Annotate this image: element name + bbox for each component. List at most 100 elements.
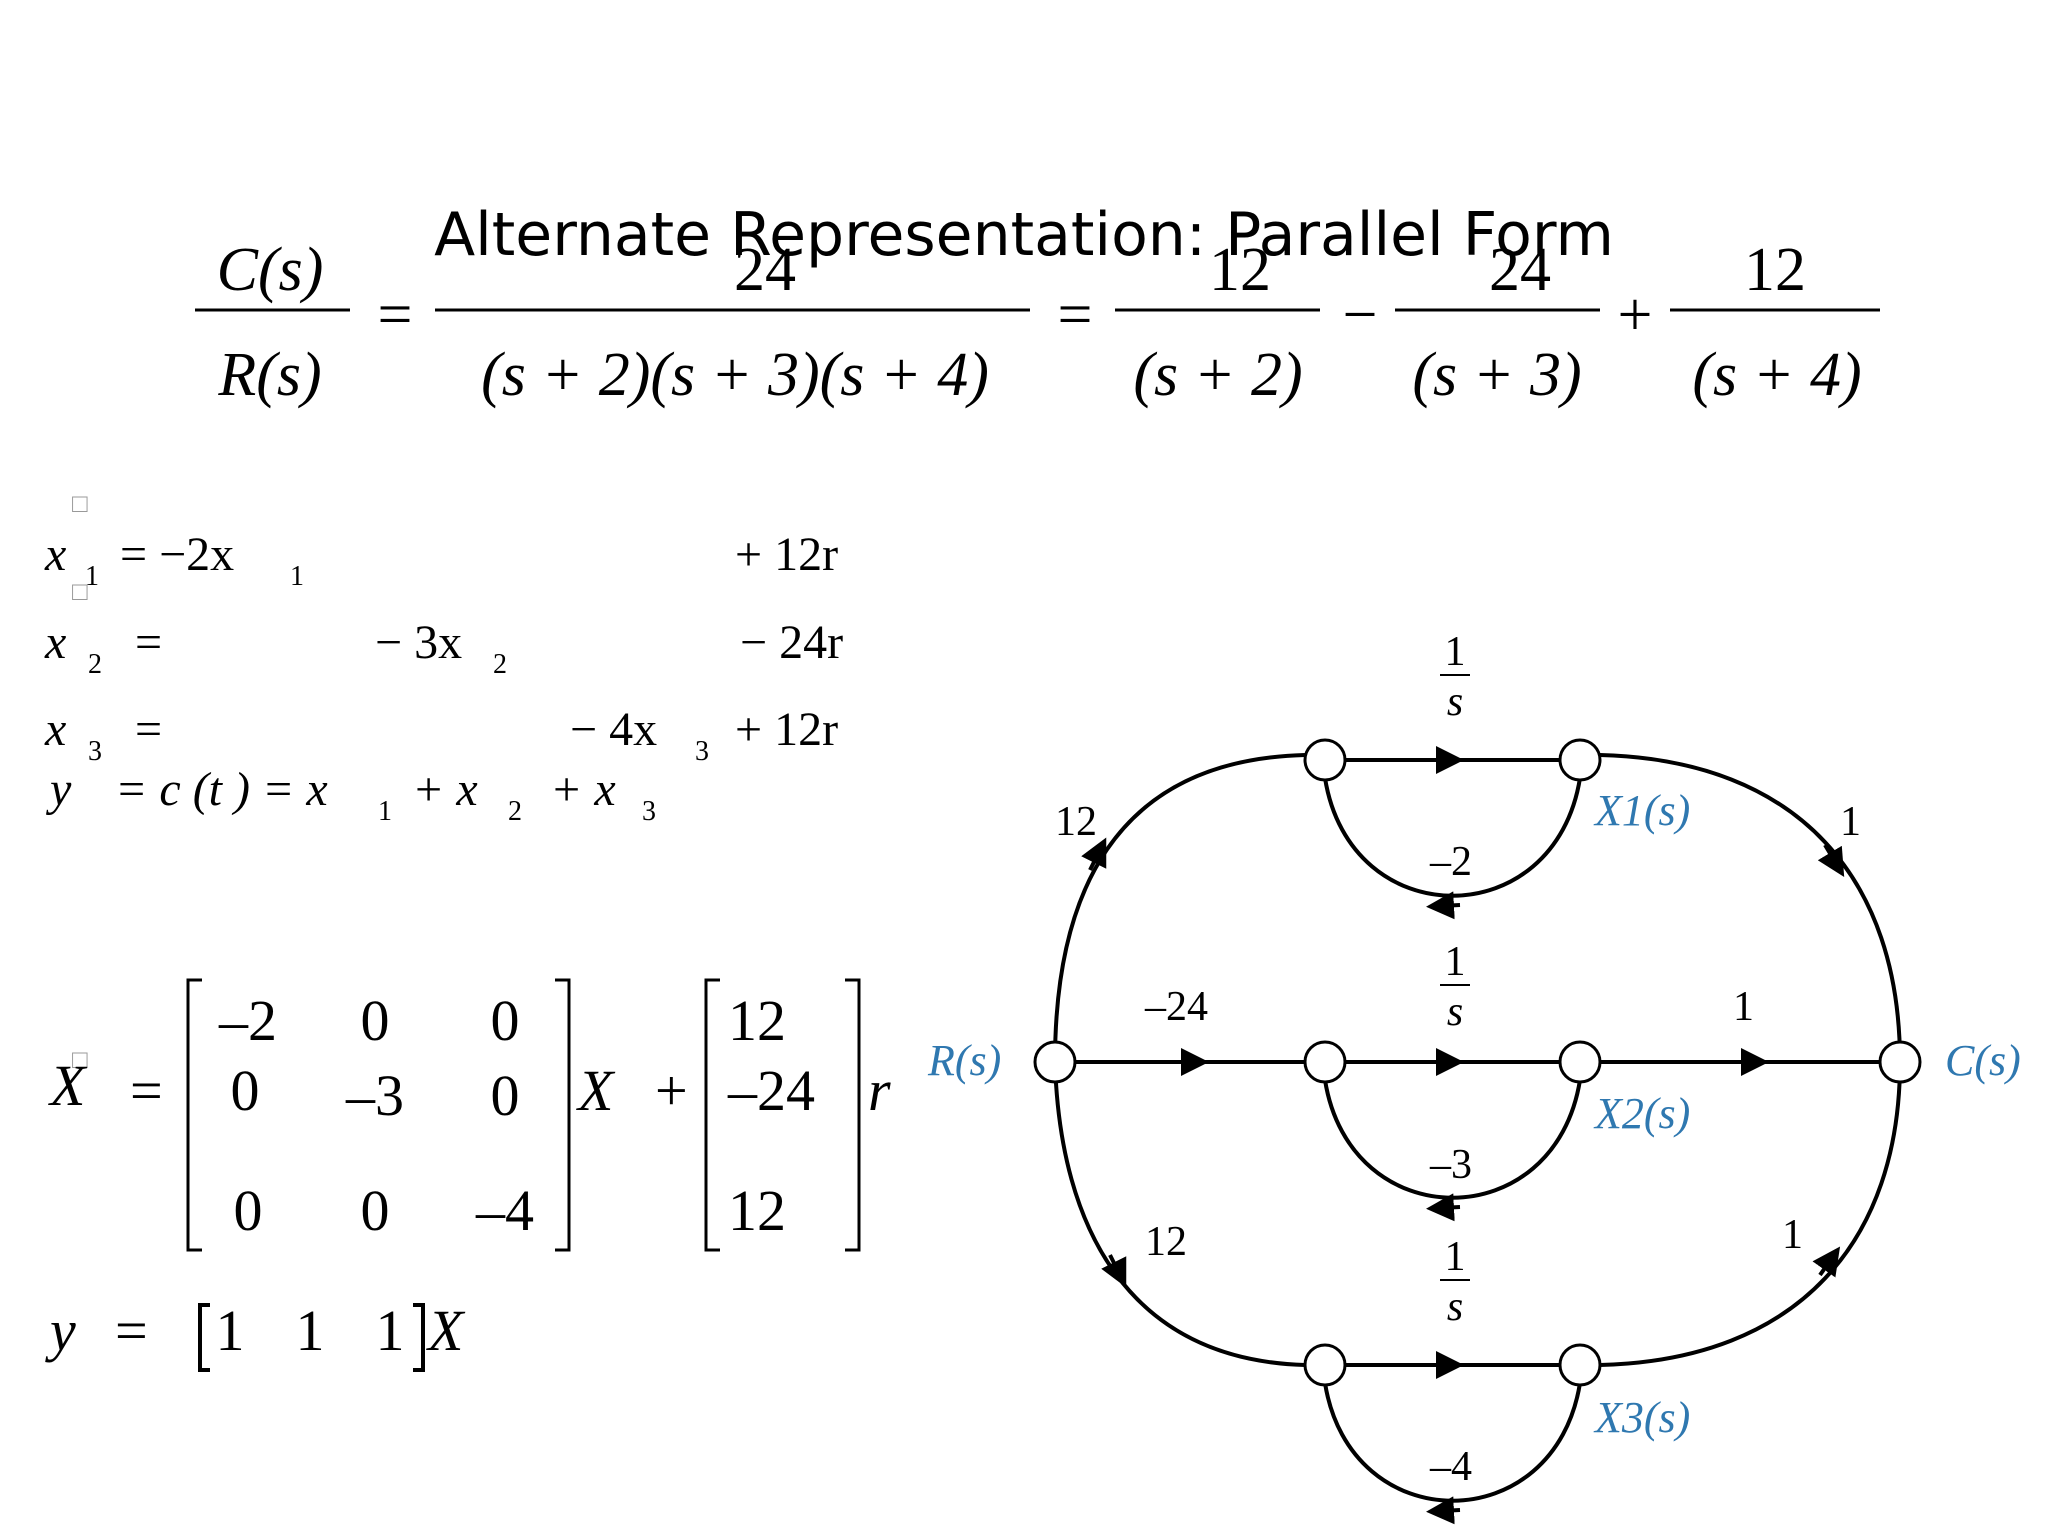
- tf-term3-denominator: (s + 4): [1692, 341, 1861, 409]
- eq3-input: + 12r: [735, 703, 838, 756]
- matrix-a-cell: –3: [345, 1063, 404, 1128]
- eq3-eq: =: [135, 703, 162, 756]
- gain-feedback-3: –4: [1429, 1444, 1472, 1490]
- output-x-label: X: [426, 1298, 466, 1363]
- node-x3-dot: [1303, 1343, 1347, 1387]
- matrix-c-bracket-right: [413, 1303, 425, 1372]
- matrix-a-bracket-left: [186, 978, 202, 1252]
- eq2-input: − 24r: [740, 616, 843, 669]
- gain-input-2: –24: [1144, 984, 1208, 1030]
- matrix-a-cell: 0: [231, 1058, 260, 1123]
- eq4-plus2: + x: [550, 763, 616, 816]
- gain-output-1: 1: [1840, 799, 1861, 845]
- matrix-b-bracket-right: [845, 978, 861, 1252]
- eq1-lhs: x: [44, 528, 66, 581]
- node-input: [1033, 1040, 1077, 1084]
- eq2-mid-sub: 2: [493, 649, 507, 680]
- eq3-lhs-sub: 3: [88, 736, 102, 767]
- tf-term1-denominator: (s + 2): [1133, 341, 1302, 409]
- matrix-a-cell: 0: [361, 988, 390, 1053]
- arrow-output-1: [1817, 843, 1845, 878]
- tf-term2-numerator: 24: [1489, 236, 1551, 304]
- label-x1: X1(s): [1593, 786, 1690, 835]
- matrix-form: □ X = –2 0 0 0 –3 0 0 0 –4 X + 12 –24 12…: [45, 978, 891, 1372]
- branch-input-1: [1053, 753, 1306, 1063]
- gain-output-3: 1: [1782, 1212, 1803, 1258]
- matrix-c-bracket-left: [198, 1303, 210, 1372]
- integrator-label-2: 1 s: [1440, 939, 1470, 1035]
- branch-input-3: [1053, 1061, 1306, 1367]
- node-x2: [1558, 1040, 1602, 1084]
- eq1-mid-sub: 1: [290, 561, 304, 592]
- tf-term1-numerator: 12: [1209, 236, 1271, 304]
- gain-feedback-1: –2: [1429, 839, 1472, 885]
- matrix-b-cell: 12: [728, 988, 786, 1053]
- matrix-r-label: r: [868, 1058, 891, 1123]
- arrow-feedback-3: [1426, 1496, 1461, 1525]
- eq3-lhs: x: [44, 703, 66, 756]
- tf-lhs-numerator: C(s): [217, 236, 324, 304]
- branch-output-3: [1599, 1061, 1902, 1367]
- eq2-lhs-sub: 2: [88, 649, 102, 680]
- slide-title: Alternate Representation: Parallel Form: [434, 200, 1614, 270]
- arrow-feedback-2: [1426, 1193, 1461, 1222]
- node-x3: [1558, 1343, 1602, 1387]
- transfer-function: C(s) R(s) = 24 (s + 2)(s + 3)(s + 4) = 1…: [195, 236, 1880, 409]
- label-input-node: R(s): [927, 1036, 1001, 1085]
- tf-term2-denominator: (s + 3): [1412, 341, 1581, 409]
- matrix-lhs: X: [48, 1053, 88, 1118]
- eq3-mid-sub: 3: [695, 736, 709, 767]
- gain-output-2: 1: [1733, 984, 1754, 1030]
- matrix-a-cell: 0: [491, 1063, 520, 1128]
- placeholder-glyph: □: [72, 577, 88, 606]
- eq2-lhs: x: [44, 616, 66, 669]
- eq1-input: + 12r: [735, 528, 838, 581]
- tf-lhs-denominator: R(s): [217, 341, 321, 409]
- placeholder-glyph: □: [72, 1045, 88, 1074]
- integrator-label-1: 1 s: [1440, 629, 1470, 725]
- matrix-b-cell: 12: [728, 1178, 786, 1243]
- matrix-a-cell: 0: [361, 1178, 390, 1243]
- eq4-sub2: 2: [508, 796, 522, 827]
- svg-text:s: s: [1447, 989, 1463, 1035]
- output-lhs: y: [45, 1298, 76, 1363]
- arrow-feedback-1: [1426, 891, 1461, 920]
- tf-equals-1: =: [378, 281, 413, 349]
- matrix-b-cell: –24: [727, 1058, 815, 1123]
- tf-minus: −: [1343, 281, 1378, 349]
- eq4-sub3: 3: [642, 796, 656, 827]
- matrix-a-cell: –4: [475, 1178, 534, 1243]
- eq4-rhs: = c (t ) = x: [115, 763, 328, 816]
- gain-input-3: 12: [1145, 1219, 1187, 1265]
- tf-combined-numerator: 24: [734, 236, 796, 304]
- state-equations: □ □ x 1 = −2x 1 + 12r x 2 = − 3x 2 − 24r…: [44, 489, 843, 827]
- matrix-a-cell: 0: [234, 1178, 263, 1243]
- arrow-input-3: [1101, 1254, 1127, 1288]
- node-x1-dot: [1303, 738, 1347, 782]
- node-x2-dot: [1303, 1040, 1347, 1084]
- eq3-mid: − 4x: [570, 703, 657, 756]
- svg-text:s: s: [1447, 1284, 1463, 1330]
- node-x1: [1558, 738, 1602, 782]
- label-x3: X3(s): [1593, 1393, 1690, 1442]
- gain-input-1: 12: [1055, 799, 1097, 845]
- matrix-c-cell: 1: [376, 1298, 405, 1363]
- label-output-node: C(s): [1945, 1036, 2021, 1085]
- eq2-eq: =: [135, 616, 162, 669]
- svg-text:s: s: [1447, 679, 1463, 725]
- label-x2: X2(s): [1593, 1089, 1690, 1138]
- placeholder-glyph: □: [72, 489, 88, 518]
- eq4-lhs: y: [45, 763, 72, 816]
- gain-feedback-2: –3: [1429, 1142, 1472, 1188]
- svg-text:1: 1: [1445, 629, 1466, 675]
- svg-text:1: 1: [1445, 1234, 1466, 1280]
- matrix-b-bracket-left: [704, 978, 720, 1252]
- matrix-c-cell: 1: [296, 1298, 325, 1363]
- arrow-input-1: [1081, 837, 1107, 871]
- svg-text:1: 1: [1445, 939, 1466, 985]
- branch-output-1: [1599, 753, 1902, 1063]
- matrix-a-cell: –2: [218, 988, 277, 1053]
- eq4-plus1: + x: [412, 763, 478, 816]
- matrix-a-cell: 0: [491, 988, 520, 1053]
